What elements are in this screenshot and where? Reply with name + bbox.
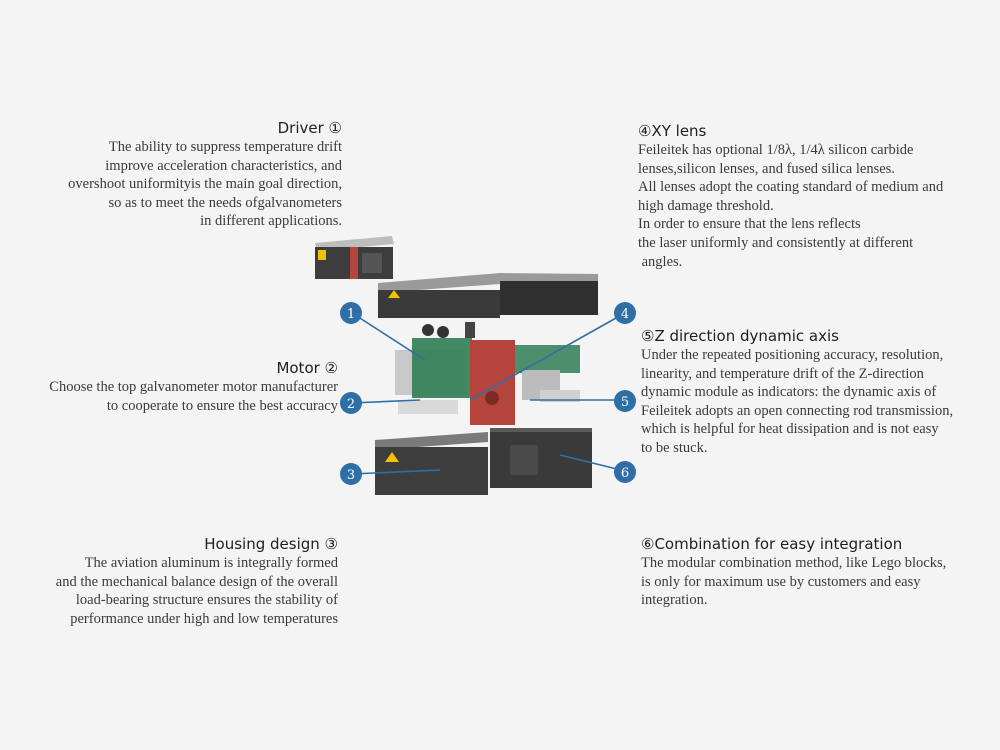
driver-section: Driver ① The ability to suppress tempera… — [68, 118, 342, 231]
combination-title: ⑥Combination for easy integration — [641, 535, 903, 553]
xy-lens-line: lenses,silicon lenses, and fused silica … — [638, 160, 895, 177]
z-axis-line: Under the repeated positioning accuracy,… — [641, 347, 944, 363]
housing-line: performance under high and low temperatu… — [70, 610, 338, 627]
z-axis-line: Feileitek adopts an open connecting rod … — [641, 402, 954, 419]
xy-lens-line: Feileitek has optional 1/8λ, 1/4λ silico… — [638, 142, 914, 158]
motor-title: Motor ② — [276, 359, 338, 377]
badge-3: 3 — [340, 463, 362, 485]
motor-line: Choose the top galvanometer motor manufa… — [49, 379, 338, 395]
internal-mechanism — [395, 322, 580, 425]
z-axis-title: ⑤Z direction dynamic axis — [641, 327, 839, 345]
driver-line: improve acceleration characteristics, an… — [105, 157, 342, 174]
motor-line: to cooperate to ensure the best accuracy — [106, 397, 338, 414]
svg-text:4: 4 — [621, 307, 629, 322]
housing-section: Housing design ③ The aviation aluminum i… — [56, 534, 338, 628]
combination-line: The modular combination method, like Leg… — [641, 555, 947, 571]
driver-line: overshoot uniformityis the main goal dir… — [68, 176, 342, 193]
xy-lens-section: ④XY lens Feileitek has optional 1/8λ, 1/… — [638, 121, 943, 271]
housing-title: Housing design ③ — [204, 535, 338, 553]
z-axis-description: Under the repeated positioning accuracy,… — [641, 346, 953, 458]
combination-description: The modular combination method, like Leg… — [641, 554, 946, 610]
z-axis-section: ⑤Z direction dynamic axis Under the repe… — [641, 326, 953, 458]
xy-lens-title: ④XY lens — [638, 122, 707, 140]
combination-section: ⑥Combination for easy integration The mo… — [641, 534, 946, 610]
xy-lens-line: high damage threshold. — [638, 197, 774, 214]
svg-text:1: 1 — [347, 307, 355, 322]
leader-lines — [351, 312, 626, 475]
driver-description: The ability to suppress temperature drif… — [68, 138, 342, 231]
combination-line: is only for maximum use by customers and… — [641, 573, 921, 590]
driver-title: Driver ① — [277, 119, 342, 137]
housing-description: The aviation aluminum is integrally form… — [56, 554, 338, 628]
driver-line: in different applications. — [200, 213, 342, 230]
svg-text:3: 3 — [347, 468, 355, 483]
xy-lens-line: the laser uniformly and consistently at … — [638, 234, 914, 251]
housing-line: load-bearing structure ensures the stabi… — [75, 592, 338, 609]
badge-5: 5 — [614, 390, 636, 412]
housing-line: The aviation aluminum is integrally form… — [84, 555, 338, 571]
z-axis-line: to be stuck. — [641, 439, 708, 456]
top-lid — [378, 273, 598, 318]
bottom-housing — [375, 428, 592, 495]
svg-text:6: 6 — [621, 466, 629, 481]
badge-4: 4 — [614, 302, 636, 324]
driver-module — [315, 236, 394, 279]
svg-text:5: 5 — [621, 395, 629, 410]
xy-lens-line: In order to ensure that the lens reflect… — [638, 216, 861, 233]
combination-line: integration. — [641, 592, 708, 609]
driver-line: The ability to suppress temperature drif… — [108, 139, 342, 155]
xy-lens-line: All lenses adopt the coating standard of… — [638, 179, 944, 196]
badge-2: 2 — [340, 392, 362, 414]
badge-1: 1 — [340, 302, 362, 324]
xy-lens-description: Feileitek has optional 1/8λ, 1/4λ silico… — [638, 141, 943, 271]
badge-6: 6 — [614, 461, 636, 483]
z-axis-line: which is helpful for heat dissipation an… — [641, 421, 939, 438]
motor-description: Choose the top galvanometer motor manufa… — [49, 378, 338, 415]
housing-line: and the mechanical balance design of the… — [55, 573, 338, 590]
svg-text:2: 2 — [347, 397, 355, 412]
xy-lens-line: angles. — [638, 253, 683, 270]
driver-line: so as to meet the needs ofgalvanometers — [108, 194, 342, 211]
z-axis-line: linearity, and temperature drift of the … — [641, 365, 924, 382]
motor-section: Motor ② Choose the top galvanometer moto… — [49, 358, 338, 415]
z-axis-line: dynamic module as indicators: the dynami… — [641, 384, 937, 401]
